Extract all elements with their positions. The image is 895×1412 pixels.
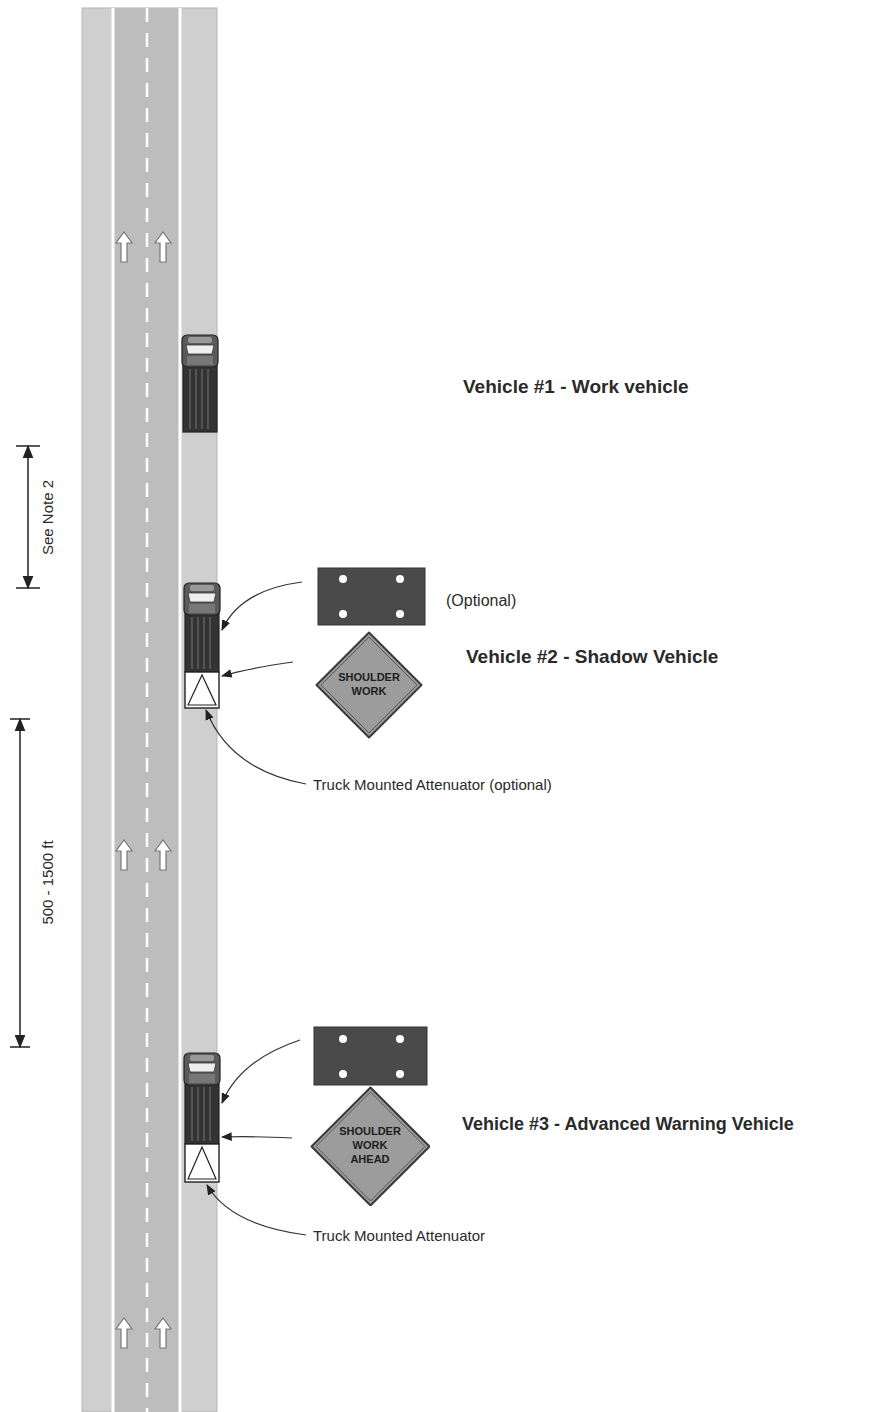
dimension-label: 500 - 1500 ft <box>39 840 56 924</box>
leader-label: Truck Mounted Attenuator <box>313 1227 485 1244</box>
sign-border <box>316 1092 425 1201</box>
sign-text-group: SHOULDER WORK <box>338 671 400 699</box>
optional-note: (Optional) <box>446 592 516 610</box>
sign-text: SHOULDER WORK <box>338 671 400 699</box>
sign-text-group: SHOULDER WORK AHEAD <box>339 1125 401 1166</box>
sign-face <box>311 1087 429 1205</box>
diamond-sign: SHOULDER WORK AHEAD <box>310 1086 431 1207</box>
leader-lines <box>206 582 306 1235</box>
dimension-label: See Note 2 <box>39 479 56 554</box>
dimension-lines <box>10 446 40 1047</box>
roadway <box>82 8 217 1412</box>
arrow-board <box>318 568 425 625</box>
shadow-vehicle <box>184 583 220 708</box>
work-vehicle <box>182 335 218 432</box>
leader-label: Truck Mounted Attenuator (optional) <box>313 776 552 793</box>
sign-text: SHOULDER WORK AHEAD <box>339 1125 401 1166</box>
diamond-sign: SHOULDER WORK <box>315 631 423 739</box>
arrow-board <box>314 1027 427 1085</box>
vehicle-label: Vehicle #1 - Work vehicle <box>463 376 689 398</box>
sign-border <box>321 637 417 733</box>
vehicle-label: Vehicle #2 - Shadow Vehicle <box>466 646 718 668</box>
sign-face <box>317 633 422 738</box>
lane-arrows <box>116 232 171 1348</box>
advance-warning-vehicle <box>184 1053 220 1182</box>
vehicle-label: Vehicle #3 - Advanced Warning Vehicle <box>462 1114 794 1135</box>
